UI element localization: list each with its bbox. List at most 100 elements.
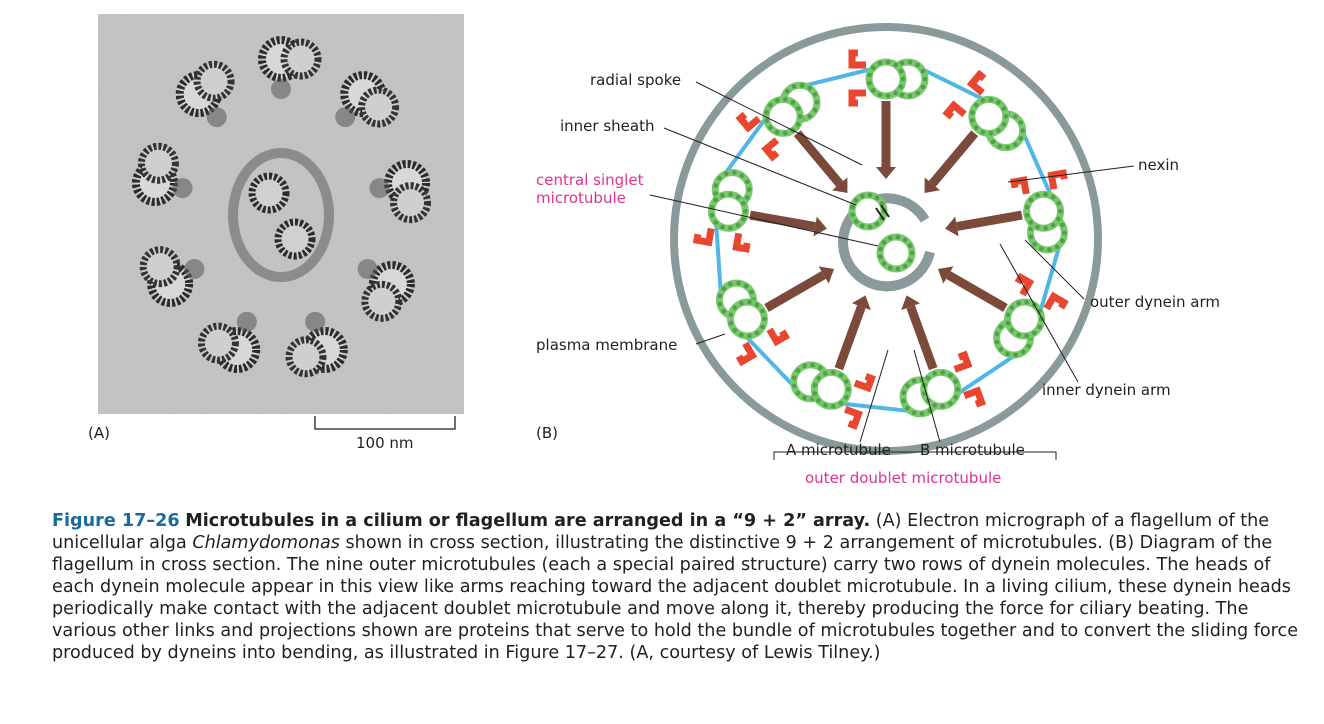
- label-outer-doublet: outer doublet microtubule: [805, 469, 1001, 487]
- spoke-head: [813, 216, 827, 237]
- a-microtubule: [1004, 298, 1046, 340]
- a-microtubule: [920, 368, 962, 410]
- nexin-links: [714, 67, 1062, 414]
- inner-dynein-arm: [761, 137, 780, 162]
- radial-spoke: [928, 130, 979, 187]
- micrograph-b-tubule: [285, 336, 327, 378]
- outer-dynein-arm: [692, 227, 715, 247]
- label-plasma-membrane: plasma membrane: [536, 336, 677, 354]
- inner-dynein-arm: [953, 350, 973, 373]
- inner-dynein-arm: [766, 327, 791, 347]
- panel-b-label: (B): [536, 424, 558, 442]
- spoke-head: [851, 295, 871, 311]
- label-inner-sheath: inner sheath: [560, 117, 654, 135]
- micrograph-central-pair: [228, 148, 334, 282]
- micrograph-b-tubule: [197, 322, 239, 364]
- label-a-microtubule: A microtubule: [786, 441, 891, 459]
- spoke-head: [945, 216, 959, 237]
- micrograph-b-tubule: [193, 60, 235, 102]
- micrograph-b-tubule: [280, 38, 322, 80]
- nexin-link: [840, 401, 911, 414]
- a-microtubule: [707, 190, 749, 232]
- label-b-microtubule: B microtubule: [920, 441, 1025, 459]
- radial-spoke: [906, 305, 938, 371]
- inner-dynein-arm: [848, 89, 866, 107]
- micrograph-spoke-density: [357, 259, 378, 279]
- inner-dynein-arm: [1014, 272, 1035, 297]
- nexin-link: [803, 67, 873, 88]
- spoke-head: [924, 177, 940, 194]
- micrograph-b-tubule: [358, 86, 400, 128]
- micrograph-b-tubule: [139, 246, 181, 288]
- a-microtubule: [810, 368, 852, 410]
- label-central-singlet-2: microtubule: [536, 189, 626, 207]
- central-singlet-microtubule: [848, 191, 888, 231]
- radial-spoke: [956, 210, 1023, 231]
- radial-spoke: [749, 210, 816, 231]
- inner-dynein-arm: [942, 100, 967, 120]
- outer-dynein-arm: [735, 341, 758, 367]
- a-microtubule: [726, 298, 768, 340]
- label-nexin: nexin: [1138, 156, 1179, 174]
- radial-spoke: [834, 305, 866, 371]
- nexin-link: [744, 334, 796, 388]
- inner-dynein-arm: [732, 232, 751, 253]
- radial-spokes: [749, 101, 1023, 371]
- figure-title: Microtubules in a cilium or flagellum ar…: [185, 511, 871, 531]
- spoke-head: [818, 266, 835, 284]
- spoke-head: [901, 295, 921, 311]
- spoke-head: [876, 167, 896, 179]
- micrograph-spoke-density: [206, 107, 227, 128]
- micrograph-b-tubule: [361, 280, 403, 322]
- caption-text-2: shown in cross section, illustrating the…: [52, 533, 1299, 663]
- nexin-link: [1021, 131, 1053, 197]
- inner-dynein-arm: [853, 373, 876, 393]
- spoke-head: [832, 177, 848, 194]
- figure-number: Figure 17–26: [52, 511, 180, 531]
- micrograph-spoke-density: [184, 259, 205, 279]
- nexin-link: [1038, 244, 1062, 313]
- label-central-singlet-1: central singlet: [536, 171, 644, 189]
- outer-dynein-arm: [1043, 291, 1069, 311]
- outer-dynein-arm: [966, 69, 987, 96]
- scale-bar-label: 100 nm: [356, 434, 414, 452]
- outer-dynein-arm: [1047, 169, 1068, 190]
- caption-text-1: (A) Electron micrograph of a flagellum o…: [52, 511, 1270, 553]
- micrograph-spoke-density: [335, 107, 356, 128]
- outer-dynein-arm: [848, 49, 866, 69]
- micrograph-central-tubule: [248, 172, 290, 214]
- outer-dynein-arm: [963, 386, 987, 408]
- inner-sheath: [838, 193, 935, 292]
- caption-species: Chlamydomonas: [192, 533, 340, 553]
- electron-micrograph: [98, 14, 464, 414]
- micrograph-b-tubule: [390, 182, 432, 224]
- radial-spoke: [946, 271, 1008, 312]
- outer-dynein-arm: [844, 406, 863, 430]
- micrograph-spoke-density: [236, 311, 257, 332]
- outer-doublets: [707, 58, 1068, 418]
- micrograph-central-tubule: [274, 218, 316, 260]
- label-inner-dynein-arm: inner dynein arm: [1042, 381, 1171, 399]
- micrograph-inner-sheath: [228, 148, 334, 282]
- micrograph-spoke-density: [369, 178, 390, 199]
- label-radial-spoke: radial spoke: [590, 71, 681, 89]
- figure-caption: Figure 17–26 Microtubules in a cilium or…: [52, 510, 1302, 664]
- radial-spoke: [764, 271, 826, 312]
- scale-bar: [314, 416, 456, 430]
- micrograph-spoke-density: [172, 178, 193, 199]
- a-microtubule: [1023, 190, 1065, 232]
- micrograph-spoke-density: [305, 311, 326, 332]
- micrograph-b-tubule: [137, 142, 179, 184]
- spoke-head: [937, 266, 954, 284]
- nexin-link: [723, 116, 768, 176]
- micrograph-doublet-ring: [131, 36, 432, 378]
- a-microtubule: [865, 58, 907, 100]
- nexin-link: [714, 223, 723, 293]
- micrograph-spoke-density: [271, 79, 291, 99]
- a-microtubule: [968, 95, 1010, 137]
- central-singlet-microtubule: [876, 233, 916, 273]
- label-outer-dynein-arm: outer dynein arm: [1090, 293, 1220, 311]
- radial-spoke: [793, 130, 844, 187]
- nexin-link: [956, 353, 1017, 396]
- flagellum-cross-section-diagram: radial spoke inner sheath central single…: [536, 23, 1220, 487]
